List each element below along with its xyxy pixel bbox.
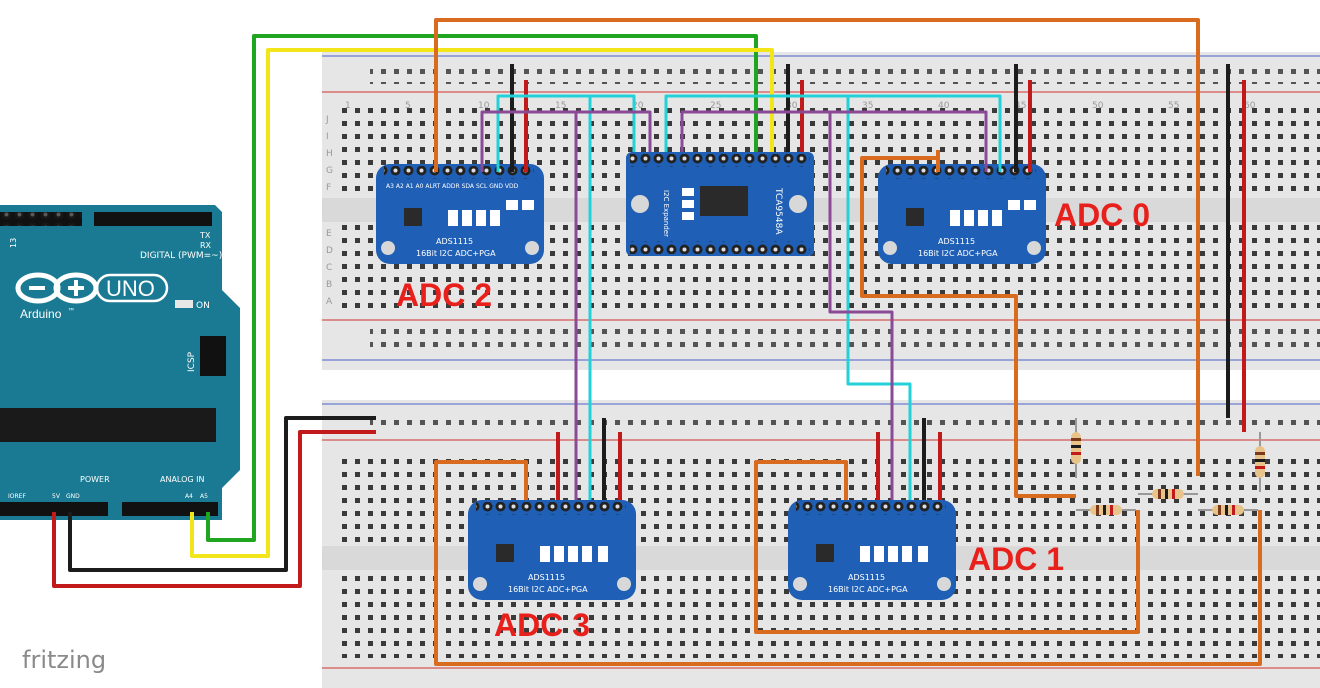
resistor-5: [1255, 432, 1265, 492]
arduino-uno: 13 DIGITAL (PWM=~) TX RX UNO Arduino ™ O…: [0, 205, 240, 520]
trademark: ™: [68, 307, 74, 314]
col-num-25: 25: [710, 101, 721, 111]
col-num-20: 20: [632, 101, 644, 111]
label-adc2: ADC 2: [396, 277, 492, 313]
adc1-chip: ADS1115: [848, 573, 885, 582]
adc-board-1: 16Bit I2C ADC+PGA ADS1115: [788, 500, 956, 600]
mux-subtitle: I2C Expander: [662, 190, 670, 237]
wire-black-gnd: [68, 416, 376, 572]
row-letter-h: H: [326, 149, 333, 159]
label-adc3: ADC 3: [494, 607, 590, 643]
adc-board-3: 16Bit I2C ADC+PGA ADS1115: [468, 500, 636, 600]
adc2-chip: ADS1115: [436, 237, 473, 246]
breadboard-bottom: [322, 400, 1320, 688]
on-label: ON: [196, 301, 210, 311]
row-letter-d: D: [326, 246, 333, 256]
adc2-subtitle: 16Bit I2C ADC+PGA: [416, 249, 496, 258]
adc2-pin-labels: A3 A2 A1 A0 ALRT ADDR SDA SCL GND VDD: [386, 183, 519, 190]
wire-tips: [434, 150, 1032, 172]
board-name: UNO: [106, 276, 155, 301]
power-label: POWER: [80, 475, 110, 484]
label-adc0: ADC 0: [1054, 197, 1150, 233]
adc0-chip: ADS1115: [938, 237, 975, 246]
resistor-4: [1198, 505, 1258, 515]
col-num-50: 50: [1092, 101, 1104, 111]
col-num-45: 45: [1015, 101, 1026, 111]
row-letter-f: F: [326, 183, 331, 193]
wire-orange-top: [434, 18, 1200, 476]
analog-label: ANALOG IN: [160, 475, 205, 484]
adc3-subtitle: 16Bit I2C ADC+PGA: [508, 585, 588, 594]
wire-yellow-scl: [190, 48, 774, 558]
row-letter-c: C: [326, 263, 332, 273]
adc3-chip: ADS1115: [528, 573, 565, 582]
pin-a4: A4: [185, 493, 193, 500]
arduino-logo: UNO Arduino ™: [15, 272, 169, 321]
adc0-subtitle: 16Bit I2C ADC+PGA: [918, 249, 998, 258]
row-letter-b: B: [326, 280, 332, 290]
col-num-10: 10: [478, 101, 490, 111]
breadboard-labels: J I H G F E D C B A 1 5 10 15 20 25 30 3…: [325, 101, 1256, 307]
wire-red-5v: [52, 430, 376, 588]
resistor-1: [1071, 418, 1081, 478]
wire-green-sda: [206, 34, 758, 542]
pin-13: 13: [9, 238, 18, 248]
col-num-35: 35: [862, 101, 873, 111]
col-num-30: 30: [786, 101, 798, 111]
pin-5v: 5V: [52, 493, 61, 500]
icsp-label: ICSP: [187, 351, 197, 372]
row-letter-i: I: [326, 132, 329, 142]
pin-a5: A5: [200, 493, 208, 500]
adc1-subtitle: 16Bit I2C ADC+PGA: [828, 585, 908, 594]
resistors: [1071, 418, 1265, 515]
resistor-2: [1076, 505, 1136, 515]
col-num-40: 40: [938, 101, 950, 111]
col-num-15: 15: [555, 101, 566, 111]
col-num-55: 55: [1168, 101, 1179, 111]
brand-name: Arduino: [20, 307, 62, 321]
resistor-3: [1138, 489, 1198, 499]
adc-labels: ADC 0 ADC 2 ADC 1 ADC 3: [396, 197, 1150, 643]
tx-label: TX: [199, 231, 211, 240]
label-adc1: ADC 1: [968, 541, 1064, 577]
adc-board-0: 16Bit I2C ADC+PGA ADS1115: [878, 164, 1046, 264]
row-letter-j: J: [325, 115, 329, 125]
mux-name: TCA9548A: [773, 187, 783, 235]
row-letter-e: E: [326, 229, 332, 239]
digital-label: DIGITAL (PWM=~): [140, 251, 222, 261]
row-letter-g: G: [326, 166, 333, 176]
tca9548a-board: TCA9548A I2C Expander: [626, 152, 814, 256]
row-letter-a: A: [326, 297, 333, 307]
adc-board-2: A3 A2 A1 A0 ALRT ADDR SDA SCL GND VDD 16…: [376, 164, 544, 264]
pin-gnd: GND: [66, 493, 80, 500]
col-num-60: 60: [1244, 101, 1256, 111]
pin-ioref: IOREF: [8, 493, 26, 500]
col-num-5: 5: [405, 101, 411, 111]
col-num-1: 1: [345, 101, 351, 111]
fritzing-watermark: fritzing: [22, 646, 106, 674]
rx-label: RX: [200, 241, 212, 250]
